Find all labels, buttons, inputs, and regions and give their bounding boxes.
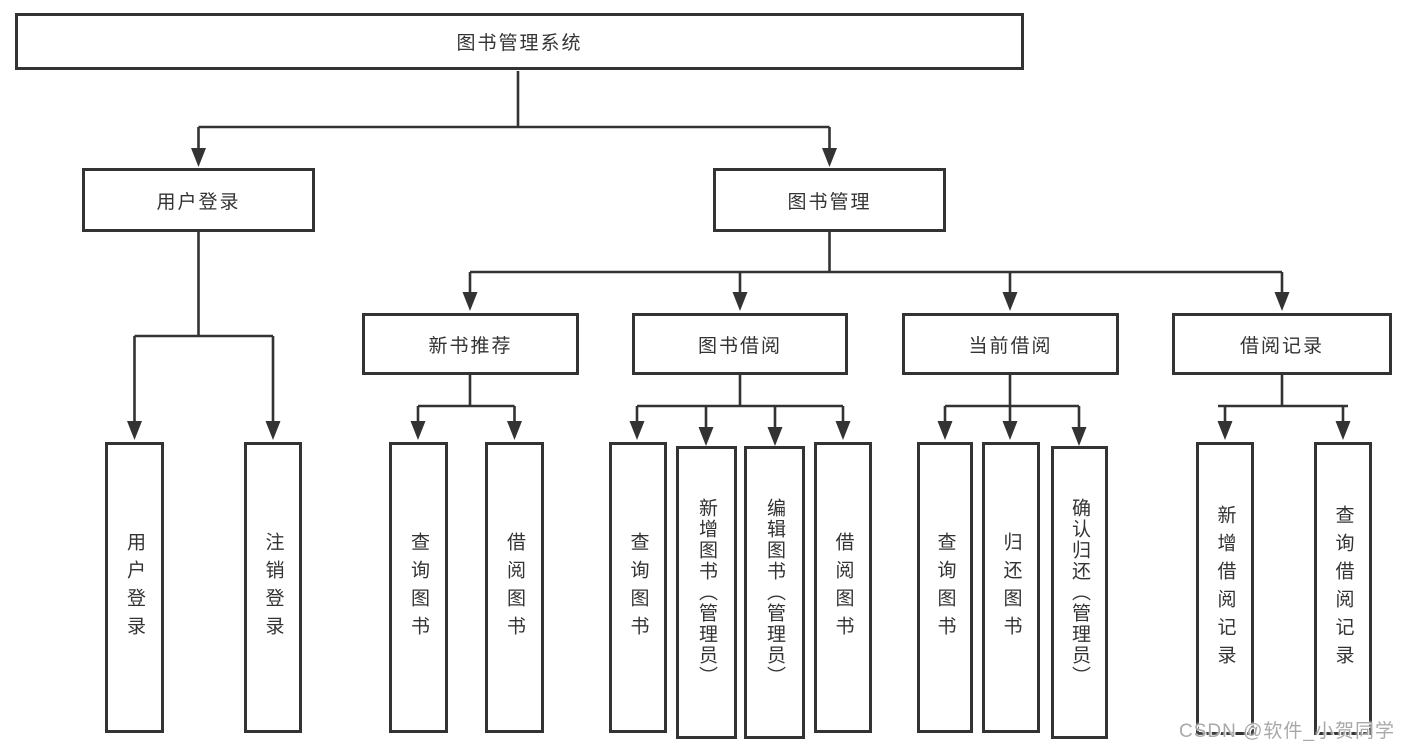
node-label: 用户登录 [124,531,145,644]
leaf-add-borrow-record: 新增借阅记录 [1196,442,1254,735]
node-label: 归还图书 [1000,531,1022,644]
node-label: 编辑图书（管理员） [764,498,785,687]
leaf-query-book-borrowing: 查询图书 [609,442,667,733]
leaf-return-book: 归还图书 [982,442,1040,733]
leaf-logout: 注销登录 [244,442,302,733]
leaf-borrow-book-borrowing: 借阅图书 [814,442,872,733]
leaf-add-book-admin: 新增图书（管理员） [676,446,737,739]
node-label: 查询图书 [934,531,956,644]
node-label: 新书推荐 [428,335,513,357]
leaf-borrow-book-recommend: 借阅图书 [485,442,544,733]
node-new-book-recommend: 新书推荐 [362,313,579,375]
node-label: 用户登录 [156,191,241,213]
node-label: 注销登录 [262,531,284,644]
node-label: 新增图书（管理员） [696,498,717,687]
node-label: 新增借阅记录 [1214,504,1236,673]
node-label: 当前借阅 [968,335,1053,357]
leaf-query-book-current: 查询图书 [917,442,973,733]
node-user-login: 用户登录 [82,168,315,232]
leaf-edit-book-admin: 编辑图书（管理员） [744,446,805,739]
node-book-borrowing: 图书借阅 [632,313,848,375]
leaf-confirm-return-admin: 确认归还（管理员） [1051,446,1108,739]
node-current-borrowing: 当前借阅 [902,313,1119,375]
node-root-library-system: 图书管理系统 [15,13,1024,70]
connector-path [133,71,1348,427]
node-book-management: 图书管理 [713,168,946,232]
node-borrowing-records: 借阅记录 [1172,313,1392,375]
node-label: 查询图书 [408,531,429,644]
arrowheads [127,148,1351,446]
node-label: 确认归还（管理员） [1069,498,1090,687]
node-label: 借阅图书 [832,531,854,644]
node-label: 图书管理 [787,191,872,213]
node-label: 查询图书 [627,531,649,644]
leaf-user-login: 用户登录 [105,442,164,733]
leaf-query-book-recommend: 查询图书 [389,442,448,733]
csdn-watermark: CSDN @软件_小贺同学 [1179,721,1395,742]
node-label: 借阅图书 [504,531,525,644]
node-label: 借阅记录 [1239,335,1324,357]
node-label: 图书借阅 [697,335,782,357]
leaf-query-borrow-record: 查询借阅记录 [1314,442,1372,735]
node-label: 查询借阅记录 [1332,504,1354,673]
node-label: 图书管理系统 [456,33,583,54]
